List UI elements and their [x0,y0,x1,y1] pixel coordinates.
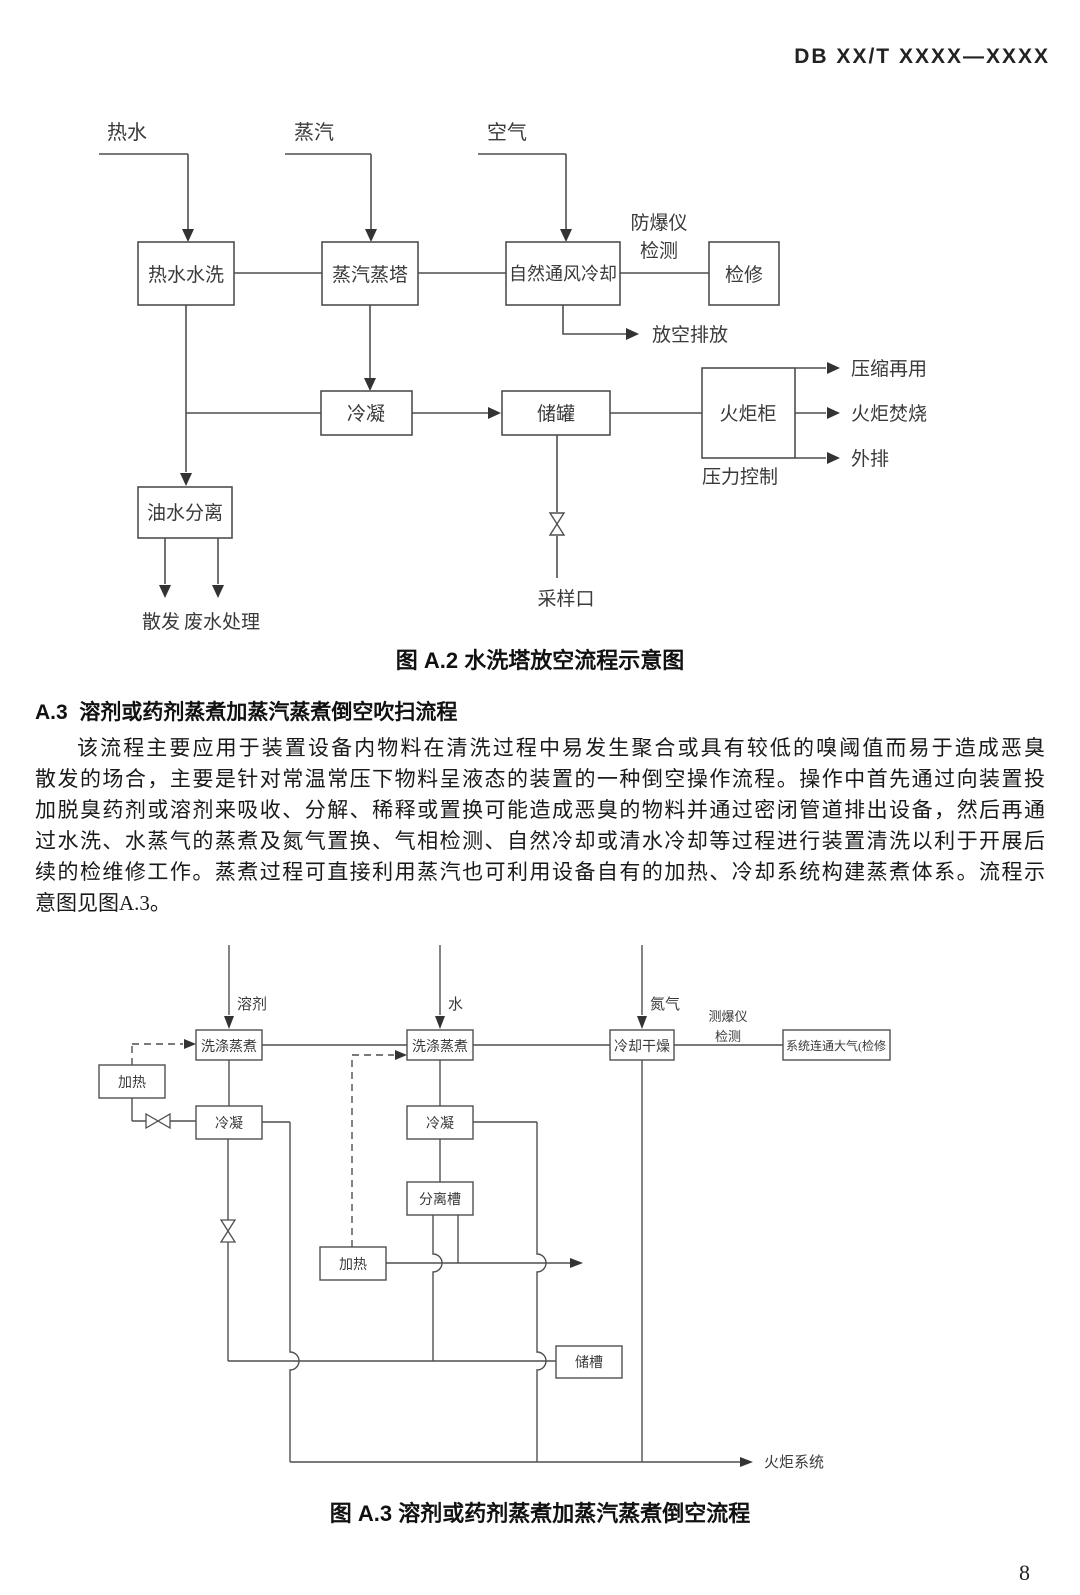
detection-label-a3: 检测 [715,1029,741,1044]
box-oil-water-separator-label: 油水分离 [147,502,223,524]
figure-a3-boxes [98,1029,891,1379]
sampling-port-label: 采样口 [537,588,594,610]
box-condenser-1-label: 冷凝 [215,1116,243,1132]
figure-a2-arrowheads [159,229,840,598]
box-oil-water-separator [137,486,233,539]
box-system-open-air-label: 系统连通大气(检修 [786,1038,886,1053]
box-hot-water-wash [137,241,235,306]
section-a3-heading: A.3 溶剂或药剂蒸煮加蒸汽蒸煮倒空吹扫流程 [35,701,458,724]
box-wash-cook-1 [195,1029,263,1061]
detection-label: 检测 [640,240,678,262]
vent-discharge-label: 放空排放 [652,324,728,346]
sampling-valve-icon [548,512,566,536]
box-separator-tank-label: 分离槽 [419,1191,461,1208]
figure-a2-boxes [137,241,796,539]
box-wash-cook-2 [406,1029,474,1061]
wastewater-treatment-label: 废水处理 [184,611,260,633]
heater-line-valve-icon [145,1112,171,1130]
input-air-label: 空气 [487,121,527,144]
figure-a2-caption: 图 A.2 水洗塔放空流程示意图 [395,648,685,673]
box-hot-water-wash-label: 热水水洗 [148,264,224,286]
box-storage-tank [501,390,611,436]
box-heater-1 [98,1064,166,1099]
flare-incineration-label: 火炬焚烧 [851,403,927,425]
box-storage-tank-label: 储罐 [537,403,575,425]
figure-a2-flow-lines [99,153,826,584]
pressure-control-label: 压力控制 [702,466,778,488]
input-hot-water-label: 热水 [107,121,147,144]
box-condenser [320,390,413,436]
figure-a2-diagram: 热水 蒸汽 空气 热水水洗 蒸汽蒸塔 自然通风冷却 检修 防爆仪 检测 放空排放… [99,121,927,633]
box-condenser-2 [406,1105,474,1140]
explosion-proof-detector-label: 防爆仪 [630,212,687,234]
box-heater-1-label: 加热 [118,1075,146,1091]
box-natural-vent-cooling-label: 自然通风冷却 [509,264,617,284]
doc-code-header: DB XX/T XXXX—XXXX [794,45,1050,68]
box-flare-cabinet [701,367,796,459]
input-steam-label: 蒸汽 [294,121,334,144]
box-storage-tank-a3-label: 储槽 [575,1355,603,1371]
input-solvent-label: 溶剂 [237,996,267,1013]
explosion-detector-label: 测爆仪 [708,1009,747,1024]
page-number: 8 [1019,1560,1030,1585]
figure-a3-labels: 溶剂 水 氮气 洗涤蒸煮 洗涤蒸煮 冷却干燥 系统连通大气(检修 测爆仪 检测 … [118,996,886,1471]
paragraph-line: 该流程主要应用于装置设备内物料在清洗过程中易发生聚合或具有较低的嗅阈值而易于造成… [77,736,1045,760]
external-discharge-label: 外排 [851,448,889,470]
compression-reuse-label: 压缩再用 [851,358,927,380]
box-natural-vent-cooling [505,241,621,306]
input-water-label: 水 [448,996,463,1013]
section-a3-paragraph: 该流程主要应用于装置设备内物料在清洗过程中易发生聚合或具有较低的嗅阈值而易于造成… [35,733,1045,919]
paragraph-line: 续的检维修工作。蒸煮过程可直接利用蒸汽也可利用设备自有的加热、冷却系统构建蒸煮体… [35,860,1045,884]
paragraph-line: 意图见图A.3。 [35,891,171,915]
paragraph-line: 散发的场合，主要是针对常温常压下物料呈液态的装置的一种倒空操作流程。操作中首先通… [35,767,1045,791]
dissipation-label: 散发 [142,611,180,633]
box-steam-tower [321,241,419,306]
flare-system-label: 火炬系统 [764,1454,824,1471]
paragraph-line: 加脱臭药剂或溶剂来吸收、分解、稀释或置换可能造成恶臭的物料并通过密闭管道排出设备… [35,798,1045,822]
box-wash-cook-1-label: 洗涤蒸煮 [201,1039,257,1055]
figure-a3-flow-lines [131,945,783,1463]
box-condenser-label: 冷凝 [347,403,385,425]
box-overhaul [708,241,780,306]
box-overhaul-label: 检修 [725,264,763,286]
box-cooling-drying-label: 冷却干燥 [614,1039,670,1055]
figure-a3-arrowheads [184,1016,753,1467]
box-flare-cabinet-label: 火炬柜 [719,403,776,425]
box-separator-tank [406,1181,474,1216]
box-heater-2-label: 加热 [339,1257,367,1273]
box-condenser-2-label: 冷凝 [426,1116,454,1132]
box-condenser-1 [195,1105,263,1140]
input-nitrogen-label: 氮气 [650,996,680,1013]
box-steam-tower-label: 蒸汽蒸塔 [332,264,408,286]
figure-a3-diagram: 溶剂 水 氮气 洗涤蒸煮 洗涤蒸煮 冷却干燥 系统连通大气(检修 测爆仪 检测 … [98,945,891,1471]
box-storage-tank-a3 [555,1345,623,1379]
box-cooling-drying [609,1029,675,1061]
figure-a3-caption: 图 A.3 溶剂或药剂蒸煮加蒸汽蒸煮倒空流程 [329,1501,751,1526]
box-system-open-air [782,1029,891,1061]
figure-a2-labels: 热水 蒸汽 空气 热水水洗 蒸汽蒸塔 自然通风冷却 检修 防爆仪 检测 放空排放… [107,121,927,633]
figure-a3-dashed-lines [131,1043,394,1247]
box-wash-cook-2-label: 洗涤蒸煮 [412,1039,468,1055]
paragraph-line: 过水洗、水蒸气的蒸煮及氮气置换、气相检测、自然冷却或清水冷却等过程进行装置清洗以… [35,829,1045,853]
condensate-valve-icon [219,1219,237,1243]
box-heater-2 [319,1246,387,1281]
